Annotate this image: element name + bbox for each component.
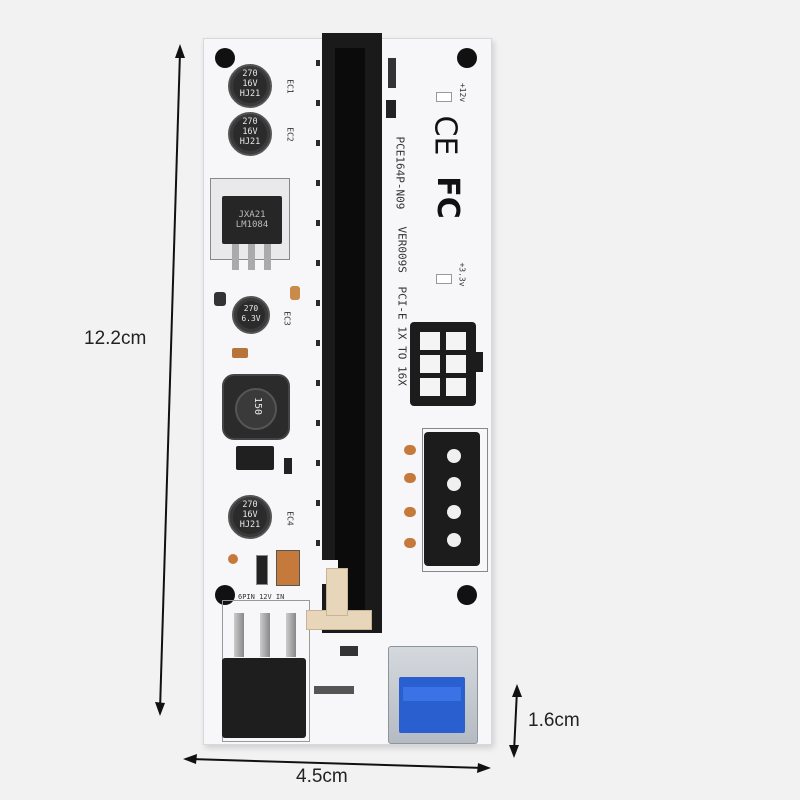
capacitor-ref-label: EC2	[285, 127, 295, 142]
usb3-port[interactable]	[388, 646, 478, 744]
regulator-pin	[232, 244, 239, 270]
smd-component	[290, 286, 300, 300]
capacitor-code: HJ21	[239, 520, 261, 530]
copper-pad	[404, 473, 416, 483]
molex-pins	[447, 449, 461, 547]
inductor: 150	[222, 374, 290, 440]
mounting-hole	[215, 48, 235, 68]
capacitor-voltage: 16V	[242, 127, 258, 137]
copper-pad	[404, 445, 416, 455]
regulator-pin	[264, 244, 271, 270]
smd-component	[314, 686, 354, 694]
inductor-label: 150	[252, 396, 263, 416]
usb-height-dimension-label: 1.6cm	[528, 710, 580, 731]
ce-mark: CE	[427, 115, 463, 156]
header-pin	[234, 613, 244, 657]
header-pin	[286, 613, 296, 657]
led-12v-label: +12v	[458, 82, 468, 103]
capacitor-voltage: 6.3V	[241, 314, 261, 323]
capacitor-voltage: 16V	[242, 79, 258, 89]
copper-pad	[404, 538, 416, 548]
capacitor-ec4: 270 16V HJ21	[228, 495, 272, 539]
capacitor-value: 270	[242, 69, 258, 79]
capacitor-ec3: 270 6.3V	[232, 296, 270, 334]
ic-chip	[236, 446, 274, 470]
description-label: PCI-E 1X TO 16X	[395, 286, 409, 386]
capacitor-voltage: 16V	[242, 510, 258, 520]
capacitor-code: HJ21	[239, 89, 261, 99]
capacitor-value: 270	[242, 117, 258, 127]
fuse	[276, 550, 300, 586]
6pin-power-connector[interactable]	[222, 658, 306, 738]
capacitor-ec2: 270 16V HJ21	[228, 112, 272, 156]
smd-component	[214, 292, 226, 306]
voltage-regulator: JXA21 LM1084	[222, 196, 282, 244]
regulator-label-2: LM1084	[235, 220, 269, 230]
header-pin	[260, 613, 270, 657]
mounting-hole	[457, 585, 477, 605]
width-dimension-label: 4.5cm	[296, 766, 348, 787]
capacitor-value: 270	[243, 304, 259, 313]
pcie-x1-latch-arm	[326, 568, 348, 616]
regulator-pin	[248, 244, 255, 270]
capacitor-ec1: 270 16V HJ21	[228, 64, 272, 108]
capacitor-code: HJ21	[239, 137, 261, 147]
smd-component	[284, 458, 292, 474]
height-dimension-label: 12.2cm	[84, 328, 147, 349]
fc-mark: FC	[429, 176, 465, 219]
capacitor-ref-label: EC1	[285, 79, 295, 94]
smd-component	[388, 58, 396, 88]
smd-component	[340, 646, 358, 656]
smd-component	[386, 100, 396, 118]
regulator-label-1: JXA21	[238, 210, 266, 220]
capacitor-ref-label: EC4	[285, 511, 295, 526]
copper-pad	[228, 554, 238, 564]
6pin-pcie-pins	[420, 332, 466, 396]
connector-latch	[475, 352, 483, 372]
smd-component	[232, 348, 248, 358]
slot-pin-marks	[316, 60, 320, 546]
capacitor-ref-label: EC3	[282, 311, 292, 326]
led-3v3-label: +3.3v	[457, 262, 467, 287]
led-12v	[436, 92, 452, 102]
smd-component	[256, 555, 268, 585]
molex-outline	[422, 428, 488, 572]
power-header-label: 6PIN 12V IN	[238, 593, 285, 601]
copper-pad	[404, 507, 416, 517]
capacitor-value: 270	[242, 500, 258, 510]
pcie-slot-opening	[335, 48, 365, 618]
led-3v3	[436, 274, 452, 284]
mounting-hole	[457, 48, 477, 68]
